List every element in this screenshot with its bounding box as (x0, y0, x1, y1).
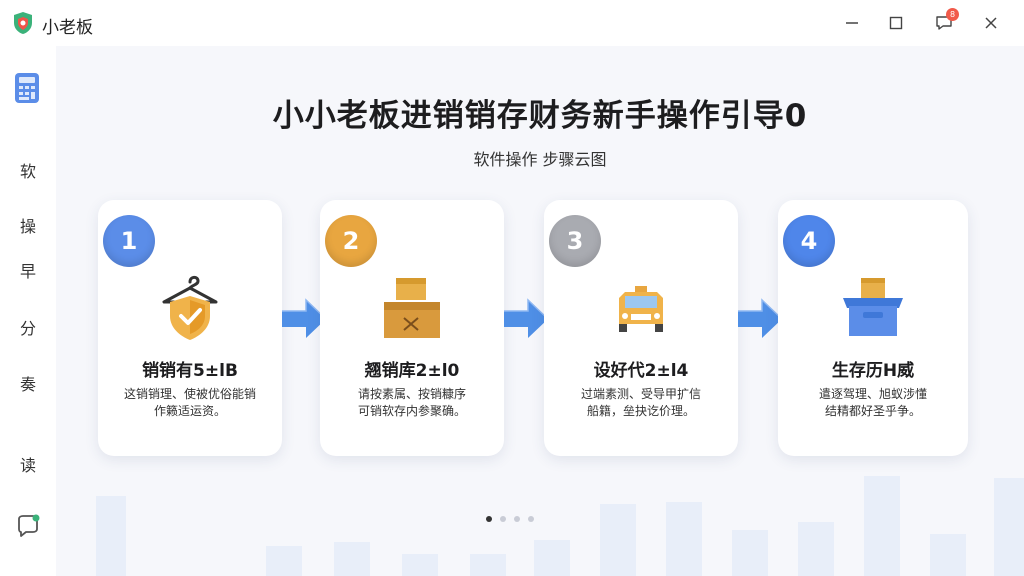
step-title: 生存历H威 (831, 361, 915, 381)
bg-bar (96, 496, 126, 576)
page-title: 小小老板进销销存财务新手操作引导0 (272, 98, 808, 134)
step-desc-line: 可销软存内参聚确。 (357, 404, 466, 418)
title-bar: 小老板 8 (0, 0, 1024, 46)
step-desc-line: 遣逐驾理、旭蚁涉懂 (818, 387, 927, 401)
step-number-badge: 1 (103, 215, 155, 267)
step-desc-line: 作籁适运资。 (153, 404, 226, 418)
bg-bar (994, 478, 1024, 576)
step-title: 翘销库2±l0 (364, 361, 460, 381)
carousel-pagination (486, 516, 534, 522)
bg-bar (402, 554, 438, 576)
sidebar: 软 操 早 分 奏 读 (0, 46, 56, 576)
step-desc-line: 船籍，垒抉讫价理。 (586, 404, 695, 418)
step-number-badge: 2 (325, 215, 377, 267)
step-card-4[interactable]: 4 生存历H威 遣逐驾理、旭蚁涉懂 结精都好圣乎争。 (778, 200, 968, 456)
step-number-badge: 3 (549, 215, 601, 267)
boxes-icon (384, 278, 440, 338)
sidebar-item-6[interactable]: 读 (19, 456, 36, 475)
step-desc-line: 这销销理、使被优俗能销 (123, 387, 256, 401)
step-card-2[interactable]: 2 翘销库2±l0 请按素属、按销糠序 可销软存内参聚确。 (320, 200, 504, 456)
chat-support-icon[interactable] (15, 514, 41, 540)
notification-button[interactable]: 8 (932, 8, 959, 35)
step-description: 请按素属、按销糠序 可销软存内参聚确。 (334, 386, 490, 420)
close-button[interactable] (979, 11, 1003, 35)
sidebar-item-3[interactable]: 早 (19, 262, 36, 281)
bg-bar (666, 502, 702, 576)
bg-bar (732, 530, 768, 576)
step-title: 销销有5±lB (142, 361, 238, 381)
bg-bar (334, 542, 370, 576)
pagination-dot-2[interactable] (500, 516, 506, 522)
bg-bar (864, 476, 900, 576)
step-desc-line: 请按素属、按销糠序 (357, 387, 466, 401)
app-title: 小老板 (42, 18, 93, 38)
step-number-badge: 4 (783, 215, 835, 267)
close-icon (985, 17, 997, 29)
pagination-dot-3[interactable] (514, 516, 520, 522)
notification-badge: 8 (946, 8, 959, 21)
pagination-dot-1[interactable] (486, 516, 492, 522)
arrow-right-icon (282, 298, 327, 338)
bg-bar (600, 504, 636, 576)
calculator-icon[interactable] (14, 72, 40, 104)
storage-bin-icon (843, 278, 903, 336)
minimize-button[interactable] (840, 11, 864, 35)
arrow-right-icon (738, 298, 783, 338)
step-desc-line: 过端素测、受导甲扩信 (580, 387, 701, 401)
maximize-icon (889, 16, 903, 30)
bg-bar (798, 522, 834, 576)
step-card-3[interactable]: 3 设好代2±l4 过端素测、受导甲扩信 船籍，垒抉讫价理。 (544, 200, 738, 456)
bg-bar (534, 540, 570, 576)
step-description: 遣逐驾理、旭蚁涉懂 结精都好圣乎争。 (792, 386, 954, 420)
step-desc-line: 结精都好圣乎争。 (824, 404, 921, 418)
bg-bar (470, 554, 506, 576)
step-card-1[interactable]: 1 销销有5±lB 这销销理、使被优俗能销 作籁适运资。 (98, 200, 282, 456)
main-content: 小小老板进销销存财务新手操作引导0 软件操作 步骤云图 1 销销有5±lB 这销… (56, 46, 1024, 576)
taxi-car-icon (619, 286, 663, 332)
hanger-shield-icon (162, 275, 218, 340)
bg-bar (930, 534, 966, 576)
app-logo-icon (14, 12, 32, 34)
pagination-dot-4[interactable] (528, 516, 534, 522)
sidebar-item-1[interactable]: 软 (19, 162, 36, 181)
maximize-button[interactable] (884, 11, 908, 35)
arrow-right-icon (504, 298, 549, 338)
sidebar-item-5[interactable]: 奏 (19, 375, 36, 394)
minimize-icon (846, 22, 858, 24)
sidebar-item-4[interactable]: 分 (19, 319, 36, 338)
step-title: 设好代2±l4 (593, 361, 689, 381)
step-description: 这销销理、使被优俗能销 作籁适运资。 (112, 386, 268, 420)
page-subtitle: 软件操作 步骤云图 (473, 150, 607, 169)
step-description: 过端素测、受导甲扩信 船籍，垒抉讫价理。 (558, 386, 724, 420)
sidebar-item-2[interactable]: 操 (19, 217, 36, 236)
bg-bar (266, 546, 302, 576)
background-chart-decoration (96, 476, 1024, 576)
